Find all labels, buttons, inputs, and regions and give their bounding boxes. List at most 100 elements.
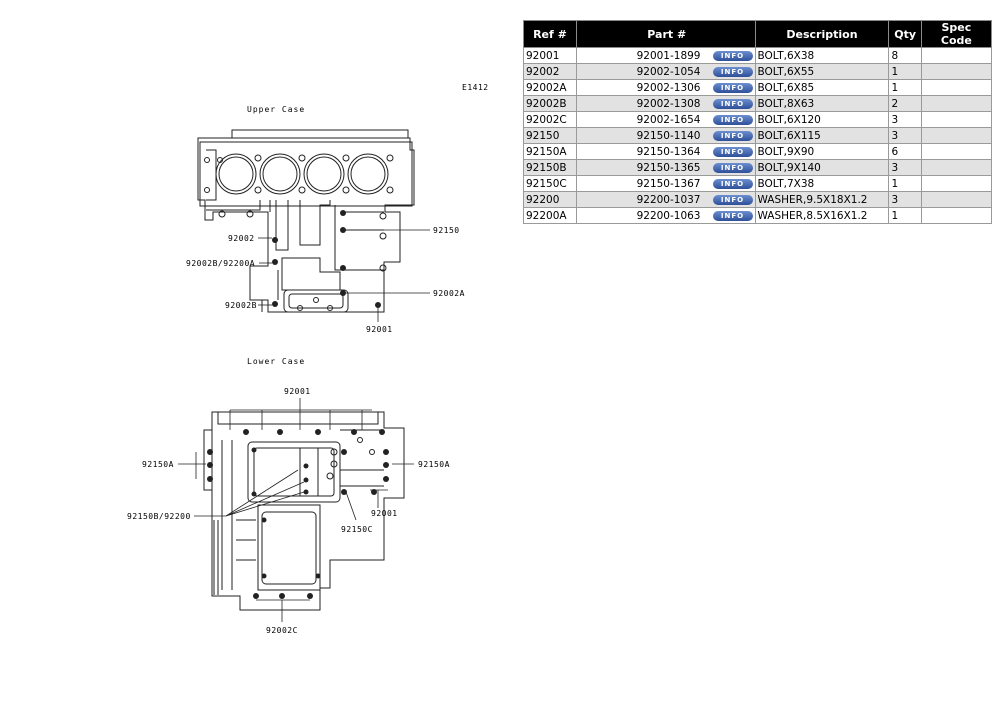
spec-code-cell [920,127,992,144]
ref-cell: 92002B [523,95,577,112]
part-cell: 92002-1306 INFO [575,79,756,96]
ref-cell: 92002A [523,79,577,96]
callout-92150: 92150 [433,226,460,235]
header-spec-code: Spec Code [920,20,992,48]
info-button[interactable]: INFO [712,178,753,189]
spec-code-cell [920,95,992,112]
lower-case-title: Lower Case [247,357,305,366]
lower-case-bolts [207,429,389,599]
upper-case-drawing [197,129,415,313]
qty-cell: 3 [888,111,922,128]
description-cell: BOLT,6X85 [754,79,890,96]
callout-92002b-92200a: 92002B/92200A [186,259,255,268]
info-button[interactable]: INFO [712,114,753,125]
upper-case-bolts [272,210,381,308]
qty-cell: 1 [888,207,922,224]
description-cell: BOLT,7X38 [754,175,890,192]
callout-92150a-right: 92150A [418,460,450,469]
header-part: Part # [575,20,756,48]
part-cell: 92002-1308 INFO [575,95,756,112]
lower-case-drawing [203,411,405,611]
description-cell: BOLT,6X38 [754,47,890,64]
part-cell: 92150-1364 INFO [575,143,756,160]
info-button[interactable]: INFO [712,210,753,221]
spec-code-cell [920,175,992,192]
part-cell: 92002-1054 INFO [575,63,756,80]
qty-cell: 3 [888,159,922,176]
spec-code-cell [920,191,992,208]
spec-code-cell [920,79,992,96]
info-button[interactable]: INFO [712,66,753,77]
spec-code-cell [920,207,992,224]
part-number: 92150-1367 [636,177,701,190]
callout-92002a: 92002A [433,289,465,298]
info-button[interactable]: INFO [712,82,753,93]
qty-cell: 1 [888,79,922,96]
qty-cell: 1 [888,175,922,192]
info-button[interactable]: INFO [712,130,753,141]
description-cell: BOLT,9X90 [754,143,890,160]
header-description: Description [754,20,890,48]
info-button[interactable]: INFO [712,194,753,205]
part-cell: 92150-1140 INFO [575,127,756,144]
qty-cell: 2 [888,95,922,112]
part-number: 92150-1140 [636,129,701,142]
ref-cell: 92200 [523,191,577,208]
spec-code-cell [920,63,992,80]
spec-code-cell [920,143,992,160]
qty-cell: 3 [888,191,922,208]
info-button[interactable]: INFO [712,146,753,157]
ref-cell: 92150 [523,127,577,144]
info-button[interactable]: INFO [712,98,753,109]
part-cell: 92150-1367 INFO [575,175,756,192]
callout-92150a-left: 92150A [142,460,174,469]
table-header-row: Ref # Part # Description Qty Spec Code [523,20,992,48]
qty-cell: 3 [888,127,922,144]
part-number: 92200-1063 [636,209,701,222]
callout-92001-lower-top: 92001 [284,387,311,396]
description-cell: BOLT,6X120 [754,111,890,128]
parts-table: Ref # Part # Description Qty Spec Code 9… [523,20,992,224]
lower-case-leaders [178,398,414,622]
ref-cell: 92150B [523,159,577,176]
spec-code-cell [920,159,992,176]
callout-92001-upper: 92001 [366,325,393,334]
crankcase-diagram: E1412 Upper Case [127,83,488,635]
ref-cell: 92002 [523,63,577,80]
callout-92001-lower-right: 92001 [371,509,398,518]
part-number: 92150-1365 [636,161,701,174]
qty-cell: 1 [888,63,922,80]
callout-92150b-92200: 92150B/92200 [127,512,191,521]
qty-cell: 6 [888,143,922,160]
callout-92150c: 92150C [341,525,373,534]
part-number: 92002-1306 [636,81,701,94]
part-number: 92150-1364 [636,145,701,158]
part-number: 92200-1037 [636,193,701,206]
info-button[interactable]: INFO [712,162,753,173]
description-cell: BOLT,6X55 [754,63,890,80]
description-cell: BOLT,9X140 [754,159,890,176]
part-cell: 92150-1365 INFO [575,159,756,176]
info-button[interactable]: INFO [712,50,753,61]
part-cell: 92200-1063 INFO [575,207,756,224]
part-number: 92002-1054 [636,65,701,78]
part-number: 92002-1308 [636,97,701,110]
callout-92002: 92002 [228,234,255,243]
description-cell: BOLT,6X115 [754,127,890,144]
description-cell: WASHER,9.5X18X1.2 [754,191,890,208]
upper-case-leaders [258,229,430,322]
header-ref: Ref # [523,20,577,48]
callout-92002b: 92002B [225,301,257,310]
